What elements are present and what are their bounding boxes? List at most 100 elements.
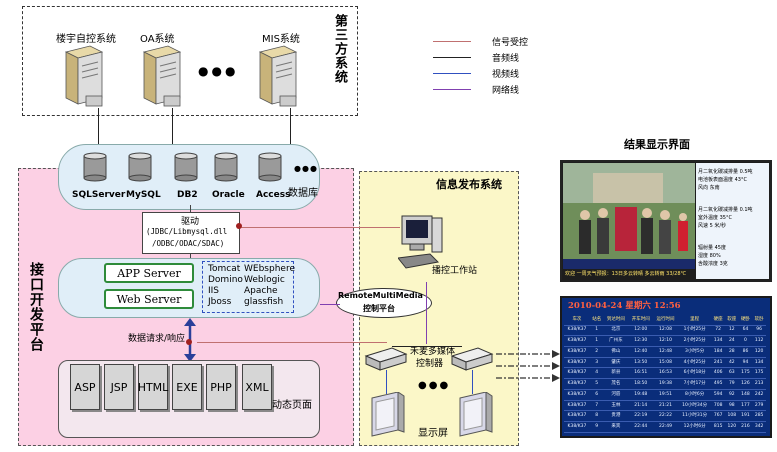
table-cell: 1 (589, 325, 604, 337)
legend-label: 网络线 (492, 86, 520, 96)
table-cell: 767 (711, 410, 725, 423)
info-line: 湿度 80% (698, 253, 721, 259)
page-type-jsp: JSP (104, 364, 134, 410)
database-label: MySQL (126, 190, 161, 200)
table-cell: 96 (752, 325, 766, 337)
table-cell: 495 (711, 378, 725, 390)
page-type-asp: ASP (70, 364, 100, 410)
table-cell: 21:21 (653, 400, 678, 412)
table-cell: 12:10 (653, 335, 678, 347)
database-ellipsis: ●●● (294, 164, 318, 173)
schedule-column-header: 运行时间 (653, 315, 678, 326)
table-cell: 175 (738, 367, 753, 380)
connector-line (172, 108, 173, 148)
display-label: 显示屏 (418, 428, 448, 439)
table-cell: 12:40 (628, 346, 654, 358)
driver-title: 驱动 (181, 217, 200, 227)
database-label: Access (256, 190, 291, 200)
page-type-exe: EXE (172, 364, 202, 410)
connector-line (98, 108, 99, 148)
system-label-mis: MIS系统 (262, 34, 300, 45)
table-cell: 3 (589, 357, 604, 369)
table-cell: 242 (752, 389, 766, 401)
table-cell: 北京 (603, 325, 629, 337)
table-cell: 12:08 (653, 325, 678, 337)
display-screen-icon (371, 392, 405, 437)
remote-media-platform (336, 288, 432, 318)
table-cell: 177 (738, 400, 753, 412)
table-cell: 16:53 (653, 367, 678, 380)
server-name: Domino (208, 275, 243, 285)
table-cell: 815 (711, 421, 725, 433)
table-cell: K38/K37 (564, 389, 590, 401)
legend-label: 信号受控 (492, 38, 529, 48)
table-cell: 11小时31分 (677, 410, 712, 423)
remote-media-label: 控制平台 (363, 304, 395, 313)
ceremony-photo (563, 163, 695, 269)
table-cell: 63 (724, 367, 739, 380)
schedule-header-row: 车次站名到达时间开车时间运行时间里程硬座软座硬卧软卧 (564, 315, 766, 326)
data-request-label: 数据请求/响应 (128, 334, 186, 344)
table-cell: 7 (589, 400, 604, 412)
schedule-column-header: 软座 (724, 315, 739, 326)
table-cell: 贵港 (603, 410, 629, 423)
table-cell: 148 (738, 389, 753, 401)
schedule-column-header: 软卧 (752, 315, 766, 326)
web-server-box: Web Server (104, 289, 194, 309)
controller-label: 禾麦多媒体 (410, 347, 456, 357)
table-cell: 广州东 (603, 335, 629, 347)
app-server-box: APP Server (104, 263, 194, 283)
table-cell: 7小时17分 (677, 378, 712, 390)
table-cell: 茂名 (603, 378, 629, 390)
table-cell: K38/K37 (564, 410, 590, 423)
table-cell: 94 (738, 357, 753, 369)
server-name: IIS (208, 286, 220, 296)
connector-line (190, 254, 191, 260)
table-cell: 134 (752, 357, 766, 369)
table-cell: 4小时25分 (677, 357, 712, 369)
info-panel (696, 163, 769, 279)
display-screen-icon (459, 392, 493, 437)
table-cell: 玉林 (603, 400, 629, 412)
table-cell: 72 (711, 325, 725, 337)
database-group-label: 数据库 (288, 188, 318, 199)
remote-media-label: RemoteMultiMedia (338, 291, 423, 300)
table-cell: 64 (738, 325, 753, 337)
table-cell: K38/K37 (564, 357, 590, 369)
schedule-header: 2010-04-24 星期六 12:56 (568, 301, 681, 311)
legend-line-network (433, 89, 471, 90)
table-cell: 12:48 (653, 346, 678, 358)
table-cell: 1 (589, 335, 604, 347)
table-cell: 42 (724, 357, 739, 369)
schedule-column-header: 里程 (677, 315, 712, 326)
table-cell: K38/K37 (564, 421, 590, 433)
system-label-bas: 楼宇自控系统 (56, 34, 116, 45)
table-cell: 5 (589, 378, 604, 390)
table-cell: 6 (589, 389, 604, 401)
server-name: glassfish (244, 297, 284, 307)
database-label: DB2 (177, 190, 198, 200)
controller-ellipsis: ●●● (418, 380, 451, 391)
table-cell: 19:48 (628, 389, 654, 401)
server-name: Tomcat (208, 264, 241, 274)
table-cell: 279 (752, 400, 766, 412)
database-icon (214, 152, 238, 182)
info-line: 月二氧化碳减排量 0.5吨 (698, 169, 753, 175)
table-cell: 佛山 (603, 346, 629, 358)
table-cell: 126 (738, 378, 753, 390)
dynamic-page-label: 动态页面 (272, 400, 312, 411)
table-cell: 120 (752, 346, 766, 358)
table-cell: 3小时5分 (677, 346, 712, 358)
table-cell: 18:50 (628, 378, 654, 390)
schedule-column-header: 硬座 (711, 315, 725, 326)
server-name: WEbsphere (244, 264, 295, 274)
connector-line (190, 205, 191, 212)
table-cell: K38/K37 (564, 346, 590, 358)
controller-icon (364, 347, 408, 371)
server-name: Apache (244, 286, 278, 296)
table-cell: 241 (711, 357, 725, 369)
